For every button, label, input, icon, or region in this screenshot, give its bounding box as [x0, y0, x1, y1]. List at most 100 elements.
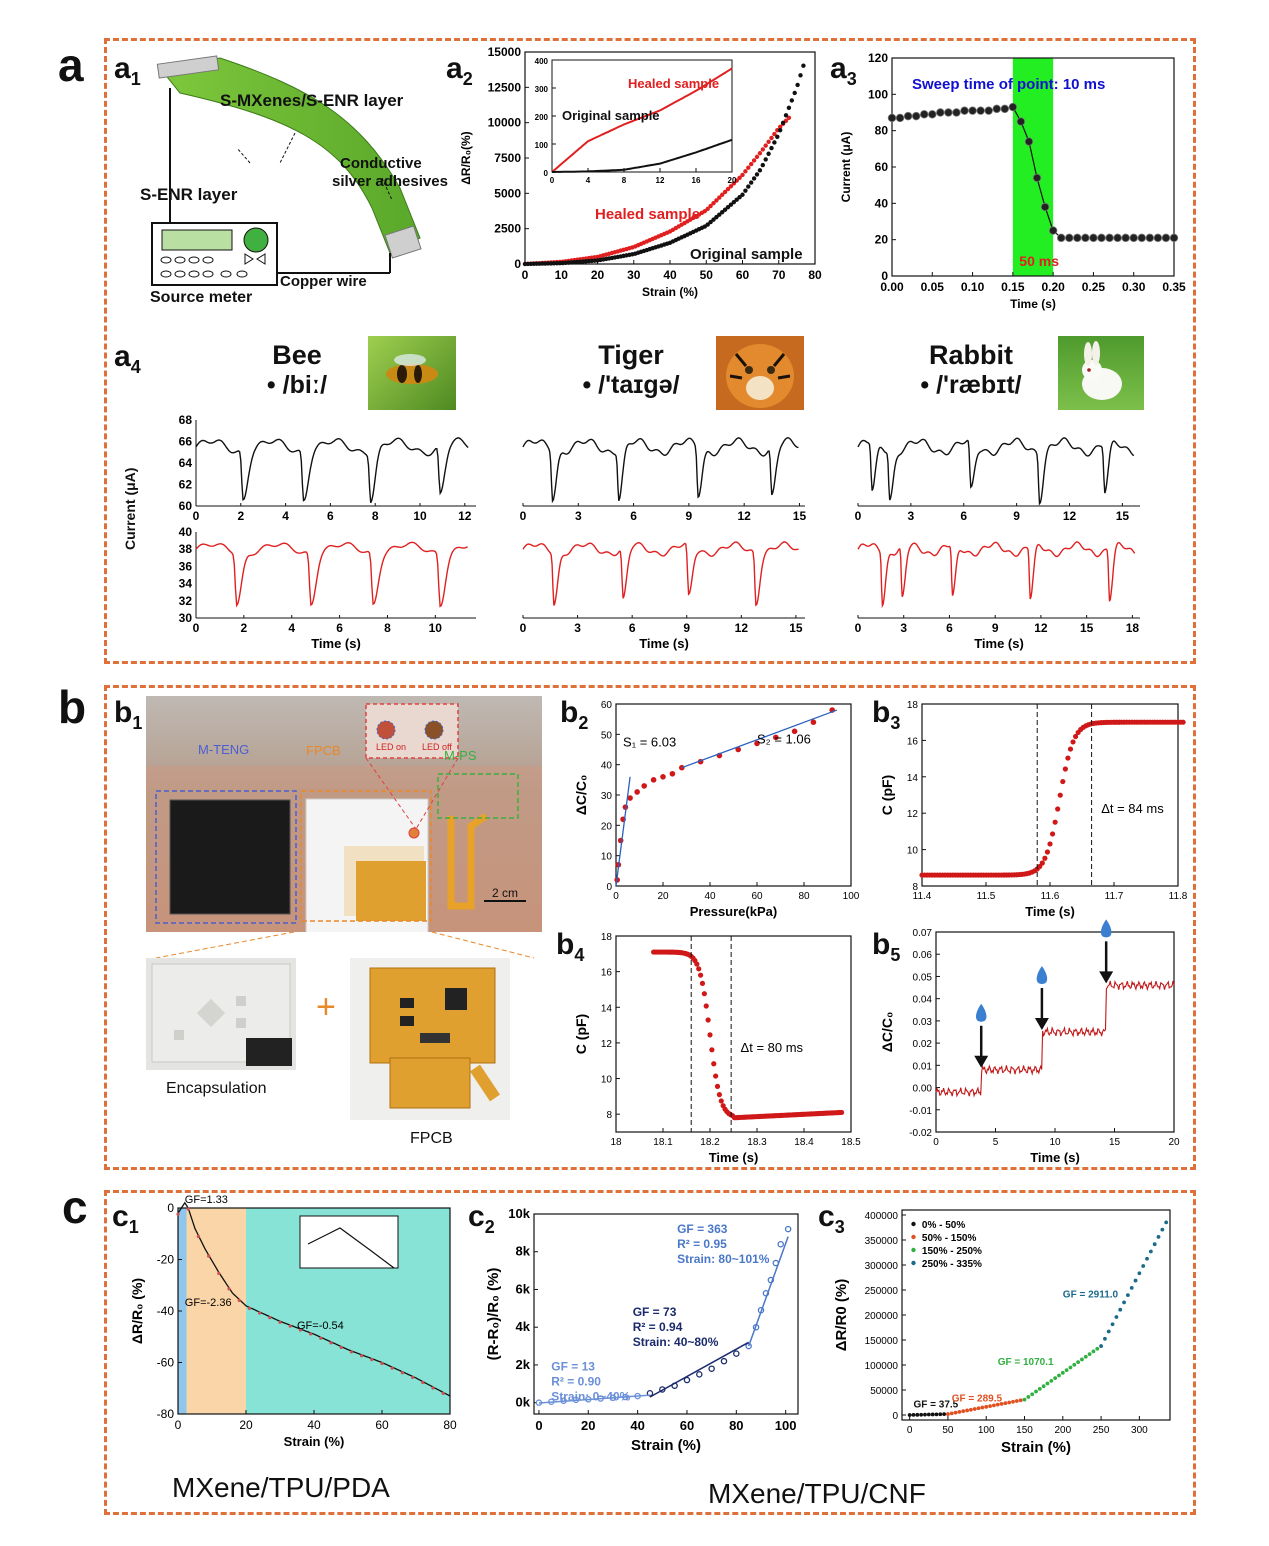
water-drop-icon — [1100, 919, 1112, 938]
a3-point — [992, 104, 1001, 114]
b3-point — [1065, 755, 1071, 761]
fit-line-3 — [747, 1236, 789, 1347]
c3-point — [1091, 1349, 1096, 1354]
legend-marker — [911, 1260, 916, 1266]
fit-line-s2 — [681, 709, 838, 769]
b4-point — [709, 1047, 715, 1053]
legend-label: 250% - 335% — [922, 1259, 982, 1270]
c3-point — [915, 1412, 920, 1417]
c1-point — [288, 1324, 292, 1328]
c1-point — [247, 1306, 251, 1310]
x-tick-label: 0.30 — [1122, 280, 1146, 294]
y-tick-label: 12500 — [488, 80, 522, 94]
x-tick-label: 0 — [193, 621, 200, 635]
a3-point — [1024, 137, 1034, 146]
c3-point — [1160, 1227, 1165, 1232]
c3-point — [1060, 1370, 1065, 1375]
x-axis-label: Strain (%) — [284, 1434, 345, 1449]
y-tick-label: 30 — [601, 791, 613, 802]
x-tick-label: 8 — [622, 176, 627, 185]
c3-point — [938, 1412, 943, 1417]
y-tick-label: 10000 — [488, 116, 522, 130]
b4-dt-label: Δt = 80 ms — [741, 1040, 804, 1055]
a2-point-healed — [734, 178, 739, 183]
b2-point — [791, 728, 798, 735]
x-tick-label: 40 — [663, 268, 677, 282]
y-tick-label: 0 — [892, 1411, 898, 1422]
a3-point — [1129, 233, 1138, 243]
y-tick-label: 10 — [907, 846, 919, 857]
c2-group3-0: GF = 363 — [677, 1222, 728, 1236]
c1-point — [441, 1391, 445, 1395]
a3-point — [1105, 233, 1114, 243]
c3-point — [1011, 1399, 1015, 1404]
panel-c-frame — [104, 1190, 1196, 1515]
x-tick-label: 4 — [282, 509, 289, 523]
x-tick-label: 4 — [586, 176, 591, 185]
x-tick-label: 80 — [808, 268, 822, 282]
c1-point — [329, 1341, 333, 1345]
y-axis-label: ΔC/C₀ — [573, 775, 589, 815]
y-tick-label: 50000 — [870, 1386, 898, 1397]
c3-point — [923, 1412, 927, 1417]
inset-original-label: Original sample — [562, 108, 660, 123]
a2-point-original — [760, 162, 765, 168]
a2-point-healed — [720, 192, 725, 197]
b3-point — [1180, 719, 1186, 725]
y-tick-label: 2k — [516, 1357, 531, 1372]
c2-group2-2: Strain: 40~80% — [633, 1335, 719, 1349]
y-tick-label: 0.00 — [913, 1084, 933, 1095]
y-tick-label: 120 — [868, 51, 888, 65]
x-tick-label: 0 — [522, 268, 529, 282]
b3-point — [1060, 778, 1066, 785]
plot-frame — [935, 931, 1175, 1133]
x-axis-label: Time (s) — [311, 636, 361, 651]
c3-point — [1110, 1322, 1115, 1327]
fpcb-label: FPCB — [306, 743, 341, 758]
x-tick-label: 11.4 — [913, 891, 932, 902]
word-tiger-title: Tiger — [598, 340, 664, 370]
c2-group3-1: R² = 0.95 — [677, 1237, 727, 1251]
y-tick-label: 10 — [601, 852, 613, 863]
x-tick-label: 2 — [241, 621, 248, 635]
b3-dt-label: Δt = 84 ms — [1101, 801, 1164, 816]
y-tick-label: 10k — [508, 1206, 530, 1221]
a2-point-original — [728, 202, 734, 207]
a2-point-healed — [754, 154, 760, 160]
y-tick-label: 16 — [601, 968, 613, 979]
c1-point — [360, 1354, 364, 1358]
y-tick-label: 18 — [907, 700, 919, 711]
c3-point — [930, 1412, 935, 1417]
fpcb-frame — [300, 790, 432, 922]
a2-point-original — [708, 219, 713, 225]
y-tick-label: 62 — [179, 478, 193, 492]
b5-trace — [935, 979, 1175, 1098]
a2-point-healed — [714, 198, 719, 203]
c3-point — [1034, 1389, 1038, 1394]
inset-series-original — [552, 138, 733, 173]
b2-point — [627, 795, 633, 801]
b4-point — [696, 966, 702, 972]
y-tick-label: 400 — [535, 57, 549, 66]
c3-point — [942, 1412, 947, 1417]
x-tick-label: 0.20 — [1041, 280, 1065, 294]
word-bee-ipa: • /biː/ — [266, 371, 328, 399]
a2-original-label: Original sample — [690, 246, 803, 263]
x-tick-label: 15 — [793, 509, 807, 523]
a2-point-original — [717, 212, 722, 217]
bee-photo — [368, 336, 456, 410]
x-tick-label: 0.35 — [1162, 280, 1186, 294]
x-tick-label: 0 — [520, 509, 527, 523]
a2-point-original — [798, 73, 803, 78]
c1-point — [196, 1234, 200, 1239]
c1-point — [309, 1332, 313, 1336]
a2-point-original — [792, 90, 797, 96]
b3-point — [1044, 849, 1051, 855]
c1-point — [370, 1358, 374, 1362]
b4-point — [694, 961, 700, 967]
c3-point — [1095, 1346, 1100, 1351]
a3-point — [976, 106, 985, 115]
a2-point-original — [740, 192, 745, 197]
